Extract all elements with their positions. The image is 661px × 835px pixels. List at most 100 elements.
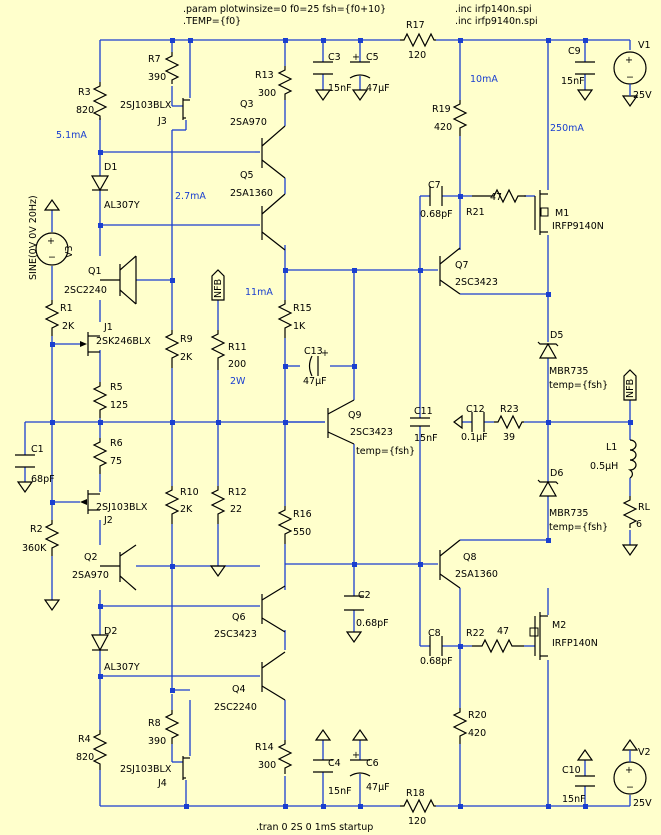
- r7-value: 390: [148, 72, 166, 83]
- r7-symbol: [164, 52, 180, 84]
- c13-name: C13: [304, 346, 323, 357]
- r17-name: R17: [406, 20, 425, 31]
- svg-text:+: +: [321, 348, 329, 359]
- r14-name: R14: [255, 742, 274, 753]
- r23-value: 39: [503, 432, 515, 443]
- r4-name: R4: [78, 734, 91, 745]
- v1-value: 25V: [633, 90, 652, 101]
- svg-text:−: −: [626, 72, 634, 83]
- r20-value: 420: [468, 728, 486, 739]
- c13-symbol: +: [308, 348, 329, 377]
- q1-model: 2SC2240: [64, 285, 107, 296]
- r20-symbol: [452, 708, 468, 744]
- m1-name: M1: [555, 208, 569, 219]
- resistors: [44, 32, 638, 814]
- q8-model: 2SA1360: [455, 569, 498, 580]
- r13-symbol: [277, 66, 293, 100]
- rl-symbol: [622, 496, 638, 528]
- r8-symbol: [164, 710, 180, 744]
- r5-symbol: [92, 382, 108, 418]
- v3-name: V3: [64, 245, 75, 258]
- c9-symbol: [575, 61, 595, 75]
- r18-symbol: [400, 798, 436, 814]
- annotation-drv: 10mA: [470, 74, 498, 85]
- nfb-flags: [211, 269, 637, 401]
- d5-model: MBR735: [549, 366, 588, 377]
- c3-name: C3: [328, 52, 341, 63]
- c5-value: 47µF: [366, 83, 390, 94]
- q3-model: 2SA970: [230, 117, 267, 128]
- svg-text:+: +: [352, 750, 360, 761]
- bjts: [100, 125, 461, 701]
- svg-text:+: +: [625, 765, 633, 776]
- d5-temp: temp={fsh}: [549, 380, 608, 391]
- r3-symbol: [92, 82, 108, 120]
- directive-temp: .TEMP={f0}: [183, 16, 241, 27]
- c3-symbol: [313, 61, 333, 75]
- m1-symbol: [534, 190, 549, 235]
- d1-name: D1: [104, 162, 117, 173]
- r2-name: R2: [30, 524, 43, 535]
- rl-name: RL: [638, 502, 651, 513]
- c10-symbol: [575, 775, 595, 787]
- j1-symbol: [80, 332, 100, 356]
- q6-symbol: [261, 585, 286, 633]
- d6-temp: temp={fsh}: [549, 522, 608, 533]
- v2-value: 25V: [633, 798, 652, 809]
- r10-symbol: [164, 486, 180, 524]
- q7-model: 2SC3423: [455, 277, 498, 288]
- r19-value: 420: [434, 122, 452, 133]
- r16-symbol: [277, 506, 293, 544]
- c4-symbol: [313, 759, 333, 773]
- directives: .param plotwinsize=0 f0=25 fsh={f0+10} .…: [183, 4, 538, 833]
- l1-name: L1: [606, 442, 617, 453]
- r15-symbol: [277, 300, 293, 338]
- c7-value: 0.68pF: [420, 209, 453, 220]
- q8-symbol: [439, 539, 461, 589]
- d5-name: D5: [550, 330, 563, 341]
- d5-symbol: [537, 341, 559, 359]
- r4-value: 820: [76, 752, 94, 763]
- r19-name: R19: [432, 104, 451, 115]
- sources: +− +− +−: [35, 51, 647, 795]
- c2-name: C2: [358, 590, 371, 601]
- r2-value: 360K: [22, 543, 47, 554]
- d6-symbol: [537, 479, 559, 497]
- c2-symbol: [344, 595, 364, 611]
- c11-value: 15nF: [414, 433, 438, 444]
- r6-symbol: [92, 438, 108, 474]
- c6-symbol: +: [349, 750, 371, 777]
- r21-symbol: [472, 188, 526, 204]
- c7-name: C7: [428, 180, 441, 191]
- d1-symbol: [90, 175, 110, 192]
- d6-name: D6: [550, 468, 563, 479]
- l1-value: 0.5µH: [590, 461, 618, 472]
- v3-value: SINE(0V 0V 20Hz): [28, 195, 39, 280]
- jfets-mosfets: [80, 98, 549, 780]
- q2-name: Q2: [84, 552, 98, 563]
- c13-value: 47µF: [303, 376, 327, 387]
- svg-text:+: +: [625, 55, 633, 66]
- r22-symbol: [472, 638, 524, 654]
- r6-value: 75: [110, 456, 122, 467]
- directive-tran: .tran 0 2S 0 1mS startup: [256, 822, 373, 833]
- v2-symbol: +−: [613, 761, 647, 795]
- annotation-out: 250mA: [550, 123, 584, 134]
- q9-symbol: [327, 399, 355, 445]
- r10-value: 2K: [180, 504, 193, 515]
- annotation-mid: 11mA: [245, 287, 273, 298]
- r8-value: 390: [148, 736, 166, 747]
- r15-value: 1K: [293, 321, 306, 332]
- m2-symbol: [529, 612, 548, 660]
- c1-value: 68pF: [31, 474, 55, 485]
- nfb-label-2: NFB: [625, 379, 636, 398]
- q5-model: 2SA1360: [230, 188, 273, 199]
- r4-symbol: [92, 730, 108, 770]
- r20-name: R20: [468, 710, 487, 721]
- r8-name: R8: [148, 718, 161, 729]
- r16-name: R16: [293, 509, 312, 520]
- v2-name: V2: [638, 747, 651, 758]
- q9-temp: temp={fsh}: [356, 446, 415, 457]
- diodes: [90, 175, 559, 652]
